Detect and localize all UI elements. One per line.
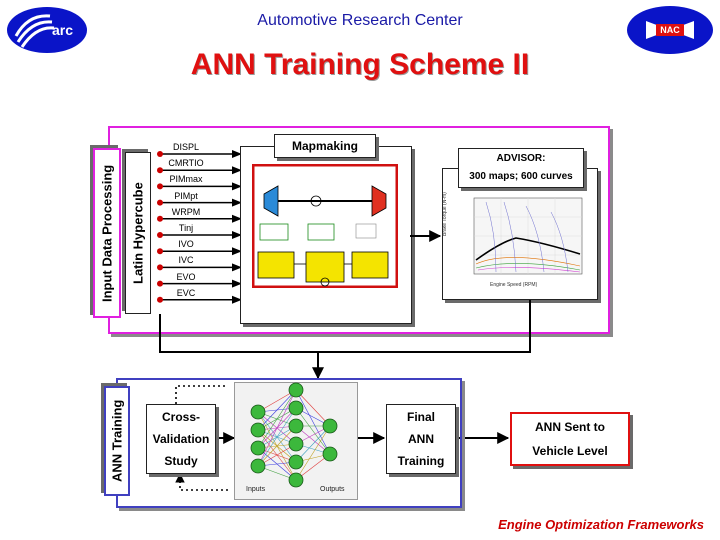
parameter-label: IVO [178,239,194,250]
advisor-label: ADVISOR: 300 maps; 600 curves [458,148,584,188]
network-connection [257,389,297,467]
parameter-label: EVO [176,271,196,282]
parameter-dot [157,280,163,287]
vehicle-level-line-2: Vehicle Level [532,444,608,458]
advisor-detail: 300 maps; 600 curves [469,171,573,182]
parameter-arrowhead [232,247,242,256]
network-connection [257,425,297,467]
parameter-label: CMRTIO [168,158,204,169]
final-training-line-3: Training [397,454,445,468]
parameter-dot [157,199,163,206]
cross-validation-line-3: Study [164,454,198,468]
network-connection [257,407,297,467]
footer-text: Engine Optimization Frameworks [498,517,704,532]
bus-line [159,300,531,353]
parameter-dot [157,167,163,174]
parameter-arrowhead [232,166,242,175]
network-connection [295,425,331,481]
neural-network-graphic [250,382,338,488]
network-node [288,382,304,398]
parameter-label: EVC [176,287,196,298]
cross-validation-box: Cross- Validation Study [146,404,216,474]
torque-map-plot [473,197,583,275]
ann-training-text: ANN Training [109,399,125,483]
network-node [288,436,304,452]
parameter-arrowhead [232,279,242,288]
network-connection [295,389,331,427]
network-connection [257,389,297,431]
mapmaking-label: Mapmaking [274,134,376,158]
parameter-label: DISPL [172,142,199,152]
parameter-arrowhead [232,295,242,304]
final-training-line-2: ANN [408,432,434,446]
network-connection [295,389,331,455]
network-inputs-label: Inputs [246,486,266,493]
parameter-arrowhead [232,182,242,191]
parameter-dot [157,183,163,190]
final-training-box: Final ANN Training [386,404,456,474]
network-node [288,418,304,434]
org-title: Automotive Research Center [257,12,463,29]
network-node [250,422,266,438]
arc-logo-graphic [7,7,87,53]
parameter-dot [157,151,163,157]
network-node [322,418,338,434]
parameter-dot [157,264,163,271]
network-connection [257,389,297,449]
parameter-dot [157,296,163,303]
feedback-top-dotted [175,385,228,404]
parameter-label: IVC [178,255,194,266]
parameter-dot [157,232,163,238]
network-node [288,472,304,488]
nac-logo: NAC [626,5,714,55]
parameter-dot [157,215,163,222]
parameter-arrowhead [232,198,242,207]
plot-x-label: Engine Speed (RPM) [490,282,538,288]
network-node [250,440,266,456]
ann-training-label: ANN Training [104,386,130,496]
vehicle-level-line-1: ANN Sent to [535,420,605,434]
advisor-title: ADVISOR: [496,153,546,164]
parameter-arrowhead [232,231,242,239]
vehicle-level-box: ANN Sent to Vehicle Level [510,412,630,466]
arc-logo-text: arc [52,22,74,38]
parameter-arrowhead [232,214,242,223]
cross-validation-line-1: Cross- [161,410,200,424]
network-connection [295,407,331,455]
network-node [250,404,266,420]
parameter-arrowhead [232,150,242,158]
cross-validation-line-2: Validation [152,432,210,446]
arc-logo: arc [6,6,88,54]
final-training-line-1: Final [406,410,435,424]
parameter-dot [157,248,163,255]
network-node [288,454,304,470]
parameter-label: PIMpt [174,190,198,201]
parameter-arrowhead [232,263,242,272]
network-outputs-label: Outputs [320,486,345,493]
network-node [322,446,338,462]
slide-title: ANN Training Scheme II [190,48,530,81]
parameter-label: WRPM [171,206,201,217]
network-connection [295,425,331,463]
network-node [288,400,304,416]
mapmaking-text: Mapmaking [291,139,358,153]
engine-schematic [252,164,398,288]
nac-logo-graphic [627,6,713,54]
parameter-arrows [157,150,242,304]
nac-logo-text: NAC [660,25,680,35]
network-node [250,458,266,474]
parameter-label: PIMmax [169,174,203,185]
parameter-label: Tinj [178,223,194,233]
feedback-bottom-dotted [175,473,228,491]
